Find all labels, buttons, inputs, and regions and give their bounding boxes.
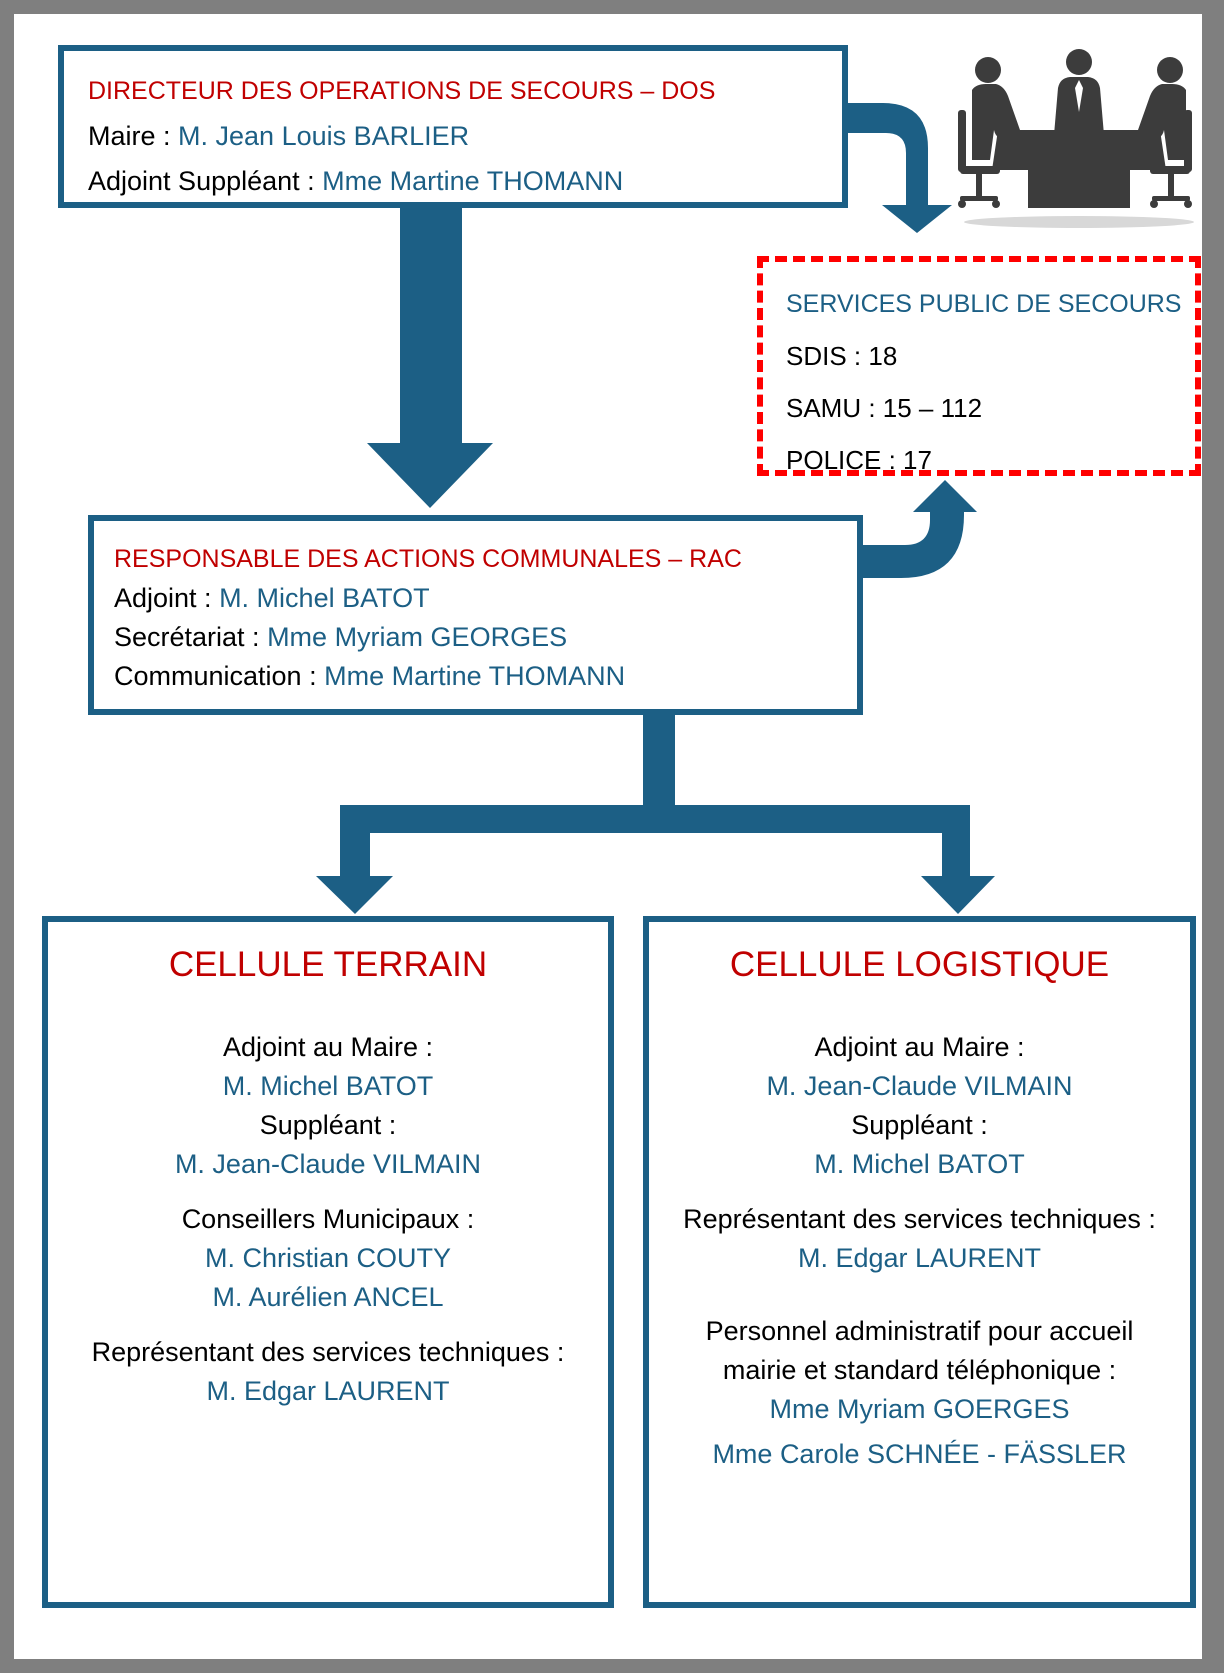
logistique-adjoint-label: Adjoint au Maire : bbox=[814, 1032, 1025, 1062]
cellule-terrain-box: CELLULE TERRAIN Adjoint au Maire : M. Mi… bbox=[42, 916, 614, 1608]
cellule-logistique-title: CELLULE LOGISTIQUE bbox=[729, 945, 1110, 984]
rac-communication-name: Mme Martine THOMANN bbox=[324, 661, 626, 691]
terrain-conseiller-name: M. Christian COUTY bbox=[204, 1243, 452, 1273]
terrain-adjoint-label: Adjoint au Maire : bbox=[222, 1032, 434, 1062]
arrow-rac-to-services bbox=[863, 480, 977, 578]
logistique-suppleant-name: M. Michel BATOT bbox=[814, 1149, 1025, 1179]
terrain-representant-label: Représentant des services techniques : bbox=[91, 1337, 565, 1367]
cellule-logistique-box: CELLULE LOGISTIQUE Adjoint au Maire : M.… bbox=[643, 916, 1196, 1608]
arrow-dos-to-services bbox=[848, 103, 952, 233]
services-title: SERVICES PUBLIC DE SECOURS bbox=[786, 290, 1182, 318]
rac-adjoint-label: Adjoint : bbox=[114, 583, 220, 613]
rac-box: RESPONSABLE DES ACTIONS COMMUNALES – RAC… bbox=[88, 515, 863, 715]
dos-maire-name: M. Jean Louis BARLIER bbox=[178, 121, 470, 151]
services-samu: SAMU : 15 – 112 bbox=[786, 393, 983, 423]
rac-adjoint-line: Adjoint : M. Michel BATOT bbox=[114, 579, 857, 618]
rac-secretariat-label: Secrétariat : bbox=[114, 622, 268, 652]
dos-box: DIRECTEUR DES OPERATIONS DE SECOURS – DO… bbox=[58, 45, 848, 208]
logistique-representant-label: Représentant des services techniques : bbox=[683, 1204, 1156, 1234]
arrow-rac-to-cellules bbox=[316, 715, 995, 914]
terrain-representant-name: M. Edgar LAURENT bbox=[206, 1376, 450, 1406]
arrow-dos-to-rac bbox=[367, 208, 493, 508]
services-secours-box: SERVICES PUBLIC DE SECOURS SDIS : 18 SAM… bbox=[757, 256, 1201, 476]
logistique-adjoint-name: M. Jean-Claude VILMAIN bbox=[766, 1071, 1073, 1101]
terrain-suppleant-label: Suppléant : bbox=[259, 1110, 397, 1140]
dos-maire-line: Maire : M. Jean Louis BARLIER bbox=[88, 114, 842, 159]
logistique-personnel-label: Personnel administratif pour accueil bbox=[705, 1316, 1134, 1346]
logistique-personnel-label-2: mairie et standard téléphonique : bbox=[722, 1355, 1117, 1385]
services-police: POLICE : 17 bbox=[786, 445, 932, 475]
rac-title: RESPONSABLE DES ACTIONS COMMUNALES – RAC bbox=[114, 545, 742, 573]
terrain-conseiller-name: M. Aurélien ANCEL bbox=[212, 1282, 444, 1312]
terrain-suppleant-name: M. Jean-Claude VILMAIN bbox=[174, 1149, 482, 1179]
terrain-conseillers-label: Conseillers Municipaux : bbox=[181, 1204, 475, 1234]
logistique-representant-name: M. Edgar LAURENT bbox=[797, 1243, 1042, 1273]
dos-suppleant-line: Adjoint Suppléant : Mme Martine THOMANN bbox=[88, 159, 842, 204]
meeting-table-icon bbox=[958, 49, 1194, 228]
logistique-suppleant-label: Suppléant : bbox=[851, 1110, 988, 1140]
services-sdis: SDIS : 18 bbox=[786, 341, 898, 371]
rac-communication-label: Communication : bbox=[114, 661, 325, 691]
rac-secretariat-line: Secrétariat : Mme Myriam GEORGES bbox=[114, 618, 857, 657]
rac-communication-line: Communication : Mme Martine THOMANN bbox=[114, 657, 857, 696]
terrain-adjoint-name: M. Michel BATOT bbox=[222, 1071, 434, 1101]
dos-suppleant-label: Adjoint Suppléant : bbox=[88, 166, 323, 196]
rac-adjoint-name: M. Michel BATOT bbox=[219, 583, 430, 613]
dos-suppleant-name: Mme Martine THOMANN bbox=[322, 166, 624, 196]
dos-title: DIRECTEUR DES OPERATIONS DE SECOURS – DO… bbox=[88, 77, 716, 105]
logistique-personnel-name: Mme Carole SCHNÉE - FÄSSLER bbox=[712, 1439, 1127, 1469]
rac-secretariat-name: Mme Myriam GEORGES bbox=[267, 622, 568, 652]
logistique-personnel-name: Mme Myriam GOERGES bbox=[769, 1394, 1070, 1424]
dos-maire-label: Maire : bbox=[88, 121, 179, 151]
cellule-terrain-title: CELLULE TERRAIN bbox=[168, 945, 488, 984]
